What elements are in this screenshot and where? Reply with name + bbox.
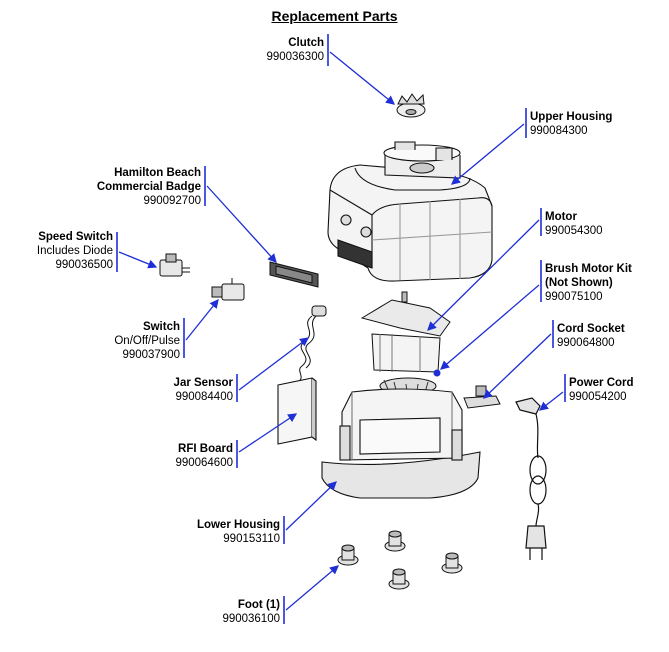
switch-leader <box>185 298 219 341</box>
foot-name: Foot (1) <box>237 599 280 611</box>
clutch-number: 990036300 <box>266 51 324 63</box>
cord-socket-number: 990064800 <box>557 337 615 349</box>
rfi-board-name: RFI Board <box>178 443 233 455</box>
switch-number: 990037900 <box>122 349 180 361</box>
cord-socket-leader <box>483 333 552 399</box>
leader-arrows <box>118 51 564 611</box>
rfi-board-number: 990064600 <box>175 457 233 469</box>
upper-housing-leader <box>451 123 525 185</box>
cord-socket-part <box>463 385 501 409</box>
speed-switch-number: 990036500 <box>55 259 113 271</box>
clutch-leader <box>329 51 396 105</box>
brush-kit-leader <box>440 284 540 370</box>
jar-sensor-part <box>299 305 327 381</box>
upper-housing-name: Upper Housing <box>530 111 613 123</box>
jar-sensor-number: 990084400 <box>175 391 233 403</box>
foot-number: 990036100 <box>222 613 280 625</box>
speed-switch-leader <box>118 251 158 269</box>
cord-socket-label: Cord Socket 990064800 <box>557 322 625 350</box>
on-off-pulse-switch-part <box>211 278 245 301</box>
foot-leader <box>285 565 339 611</box>
motor-leader <box>427 219 540 331</box>
badge-name-line2: Commercial Badge <box>96 181 201 193</box>
upper-housing-part <box>327 141 493 282</box>
lower-housing-label: Lower Housing 990153110 <box>197 518 280 546</box>
jar-sensor-leader <box>238 337 310 391</box>
motor-number: 990054300 <box>545 225 603 237</box>
speed-switch-name: Speed Switch <box>38 231 113 243</box>
speed-switch-label: Speed Switch Includes Diode 990036500 <box>37 230 113 272</box>
rfi-board-part <box>277 377 317 445</box>
badge-number: 990092700 <box>143 195 201 207</box>
foot-parts <box>337 530 463 590</box>
brush-kit-number: 990075100 <box>545 291 603 303</box>
power-cord-part <box>515 397 547 560</box>
rfi-board-leader <box>238 413 298 453</box>
cord-socket-name: Cord Socket <box>557 323 625 335</box>
upper-housing-label: Upper Housing 990084300 <box>530 110 612 138</box>
clutch-label: Clutch 990036300 <box>266 36 324 64</box>
badge-leader <box>206 185 277 263</box>
power-cord-name: Power Cord <box>569 377 634 389</box>
brush-kit-label: Brush Motor Kit (Not Shown) 990075100 <box>545 262 632 304</box>
lower-housing-name: Lower Housing <box>196 519 280 531</box>
jar-sensor-label: Jar Sensor 990084400 <box>174 376 233 404</box>
clutch-name: Clutch <box>288 37 324 49</box>
speed-switch-note: Includes Diode <box>36 245 113 257</box>
lower-housing-number: 990153110 <box>223 533 280 545</box>
brush-kit-name-line2: (Not Shown) <box>545 277 613 289</box>
motor-label: Motor 990054300 <box>545 210 603 238</box>
page-title: Replacement Parts <box>271 8 398 24</box>
motor-part <box>360 291 451 401</box>
switch-label: Switch On/Off/Pulse 990037900 <box>114 320 180 362</box>
label-bracket-bars <box>116 34 566 624</box>
power-cord-leader <box>538 391 564 411</box>
badge-label: Hamilton Beach Commercial Badge 99009270… <box>97 166 201 208</box>
upper-housing-number: 990084300 <box>530 125 588 137</box>
lower-housing-leader <box>285 481 337 531</box>
clutch-part <box>396 93 426 118</box>
power-cord-number: 990054200 <box>569 391 627 403</box>
badge-name-line1: Hamilton Beach <box>114 167 201 179</box>
rfi-board-label: RFI Board 990064600 <box>175 442 233 470</box>
jar-sensor-name: Jar Sensor <box>173 377 233 389</box>
brush-kit-location-dot <box>433 369 441 377</box>
motor-name: Motor <box>545 211 577 223</box>
power-cord-label: Power Cord 990054200 <box>569 376 634 404</box>
foot-label: Foot (1) 990036100 <box>222 598 280 626</box>
switch-note: On/Off/Pulse <box>114 335 180 347</box>
lower-housing-part <box>321 388 481 499</box>
switch-name: Switch <box>142 321 180 333</box>
badge-part <box>269 261 319 288</box>
speed-switch-part <box>159 253 190 277</box>
brush-kit-name-line1: Brush Motor Kit <box>545 263 632 275</box>
